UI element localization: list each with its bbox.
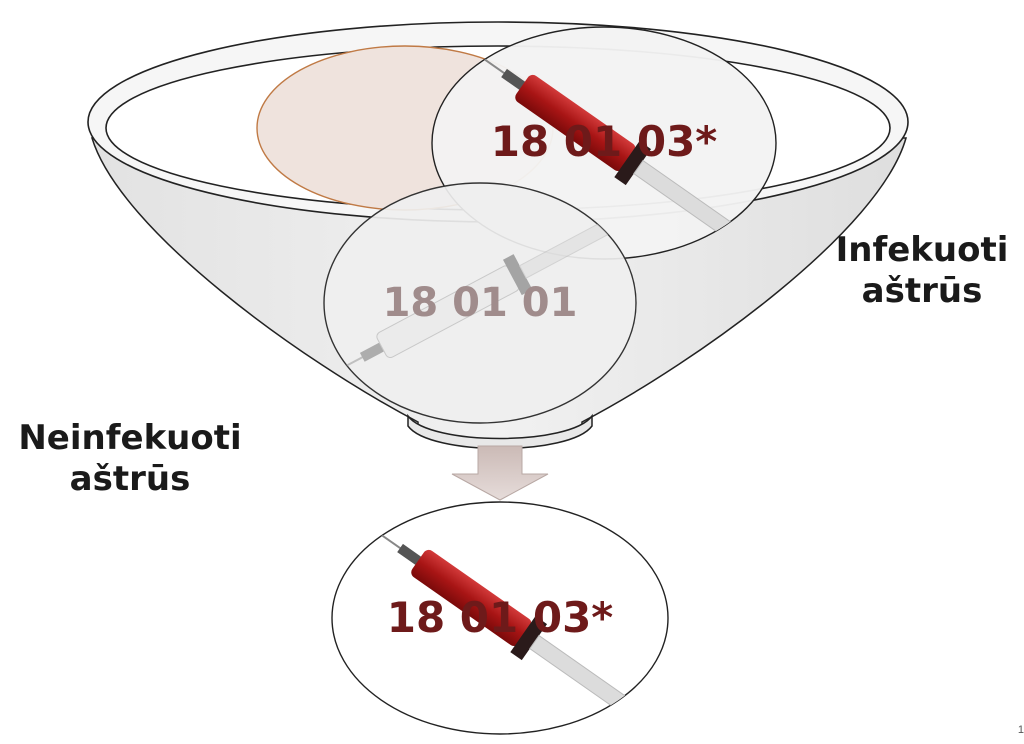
label-infected-sharps: Infekuoti aštrūs xyxy=(822,230,1022,313)
non-infectious-sharps-circle: 18 01 01 xyxy=(323,182,637,424)
label-infected-line2: aštrūs xyxy=(861,271,983,312)
arrow-down-icon xyxy=(451,445,549,501)
funnel-spout xyxy=(407,413,593,450)
page-number: 1 xyxy=(1017,724,1024,736)
code-result: 18 01 03* xyxy=(387,593,614,642)
label-noninfected-line2: aštrūs xyxy=(69,459,191,500)
label-noninfected-sharps: Neinfekuoti aštrūs xyxy=(0,418,260,501)
label-noninfected-line1: Neinfekuoti xyxy=(18,418,242,458)
syringe-icon xyxy=(324,213,625,409)
label-infected-line1: Infekuoti xyxy=(835,230,1009,270)
result-circle: 18 01 03* xyxy=(331,501,669,735)
code-infectious-top: 18 01 03* xyxy=(491,117,718,166)
code-noninfectious: 18 01 01 xyxy=(383,280,578,326)
